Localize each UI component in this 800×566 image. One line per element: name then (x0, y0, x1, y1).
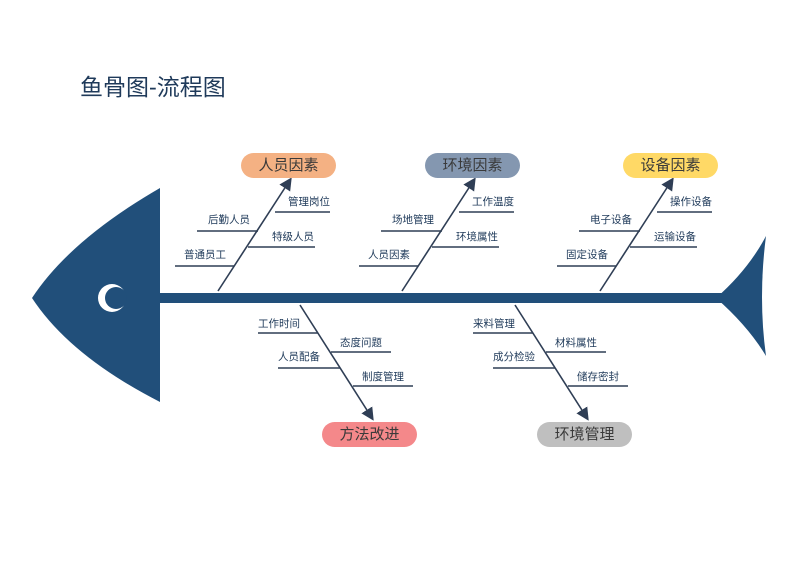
cause-label: 特级人员 (272, 231, 314, 243)
cause-label: 成分检验 (493, 351, 535, 363)
fish-spine (140, 293, 730, 303)
cause-label: 储存密封 (577, 371, 619, 383)
category-label: 方法改进 (322, 422, 417, 447)
cause-label: 场地管理 (392, 214, 434, 226)
cause-label: 制度管理 (362, 371, 404, 383)
bottom-bone (514, 304, 589, 421)
cause-label: 材料属性 (555, 337, 597, 349)
top-bone (217, 177, 292, 292)
cause-label: 普通员工 (184, 249, 226, 261)
category-label: 环境管理 (537, 422, 632, 447)
cause-label: 电子设备 (590, 214, 632, 226)
cause-label: 操作设备 (670, 196, 712, 208)
top-bone (401, 177, 476, 292)
cause-label: 工作温度 (472, 196, 514, 208)
cause-label: 来料管理 (473, 318, 515, 330)
cause-label: 人员配备 (278, 351, 320, 363)
cause-label: 后勤人员 (208, 214, 250, 226)
cause-label: 固定设备 (566, 249, 608, 261)
top-bone (599, 177, 674, 292)
cause-label: 人员因素 (368, 249, 410, 261)
cause-label: 工作时间 (258, 318, 300, 330)
category-label: 环境因素 (425, 153, 520, 178)
cause-label: 运输设备 (654, 231, 696, 243)
category-label: 人员因素 (241, 153, 336, 178)
bottom-bone (299, 304, 374, 421)
cause-label: 管理岗位 (288, 196, 330, 208)
cause-label: 态度问题 (340, 337, 382, 349)
page-title: 鱼骨图-流程图 (80, 75, 226, 101)
cause-label: 环境属性 (456, 231, 498, 243)
fish-head (32, 188, 160, 402)
fish-tail (716, 236, 766, 356)
category-label: 设备因素 (623, 153, 718, 178)
